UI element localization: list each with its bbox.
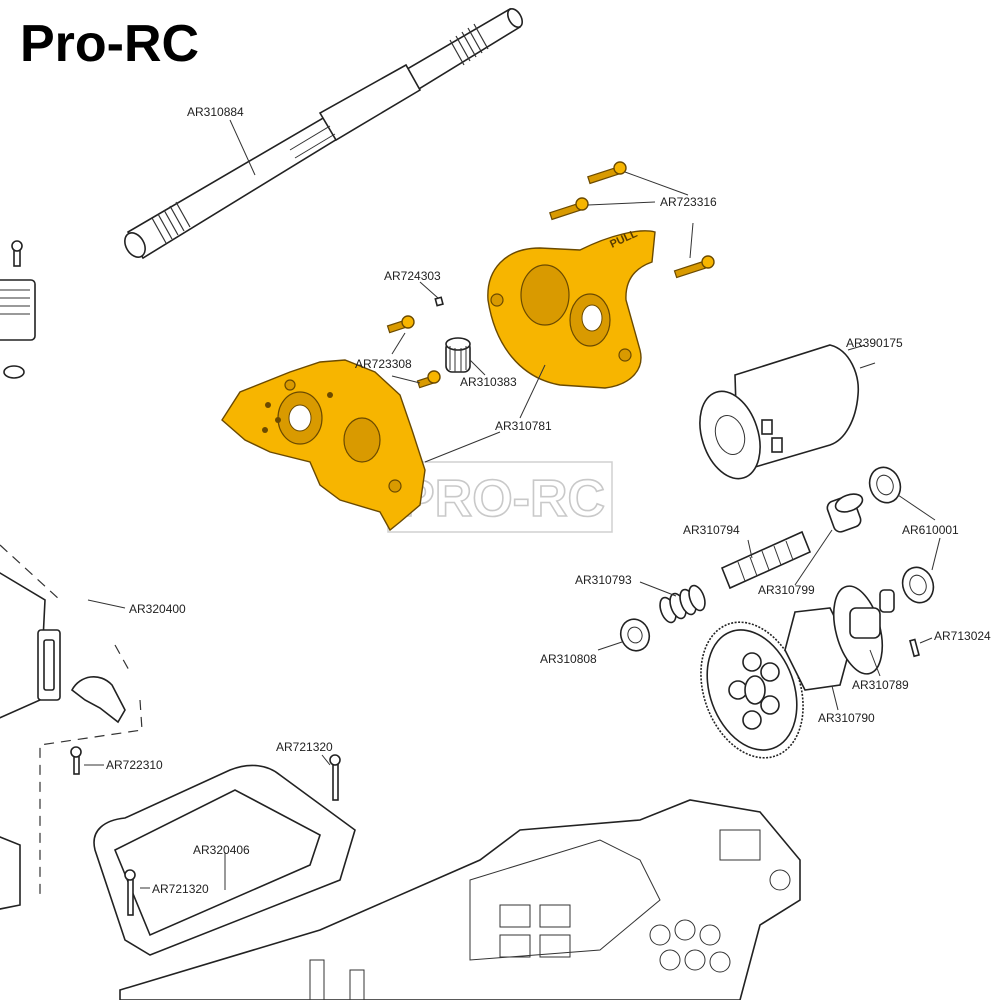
label-ar310808: AR310808 bbox=[540, 652, 597, 666]
pin-ar713024 bbox=[909, 637, 933, 658]
bearings-ar610001 bbox=[868, 466, 941, 604]
brand-logo-text: Pro-RC bbox=[20, 15, 200, 73]
battery-box bbox=[93, 754, 356, 956]
gear-cover: PULL bbox=[487, 228, 656, 389]
top-shaft bbox=[720, 530, 812, 590]
label-ar722310: AR722310 bbox=[106, 758, 163, 772]
slipper-plate bbox=[832, 585, 895, 677]
watermark: PRO-RC bbox=[387, 461, 613, 533]
label-ar723316: AR723316 bbox=[660, 195, 717, 209]
motor-plate bbox=[221, 359, 546, 532]
label-ar310793: AR310793 bbox=[575, 573, 632, 587]
spring bbox=[639, 581, 706, 624]
label-ar310794: AR310794 bbox=[683, 523, 740, 537]
label-ar310884: AR310884 bbox=[187, 105, 244, 119]
label-ar310789: AR310789 bbox=[852, 678, 909, 692]
motor bbox=[699, 344, 876, 480]
label-ar721320-top: AR721320 bbox=[276, 740, 333, 754]
spur-gear bbox=[700, 621, 804, 759]
screws-ar723308 bbox=[386, 315, 441, 389]
esc-fragment bbox=[0, 240, 36, 379]
main-shaft bbox=[124, 7, 524, 260]
slipper-hub bbox=[794, 493, 864, 586]
label-ar723308: AR723308 bbox=[355, 357, 412, 371]
label-ar310383: AR310383 bbox=[460, 375, 517, 389]
pinion-gear bbox=[445, 337, 486, 376]
label-ar390175: AR390175 bbox=[846, 336, 903, 350]
label-ar320400: AR320400 bbox=[129, 602, 186, 616]
label-ar724303: AR724303 bbox=[384, 269, 441, 283]
label-ar320406: AR320406 bbox=[193, 843, 250, 857]
label-ar310790: AR310790 bbox=[818, 711, 875, 725]
watermark-text: PRO-RC bbox=[400, 470, 605, 528]
label-ar721320-left: AR721320 bbox=[152, 882, 209, 896]
pin-ar724303 bbox=[419, 281, 444, 307]
screws-ar723316 bbox=[549, 161, 715, 279]
slipper-pad bbox=[784, 607, 851, 711]
bearing-ar310808 bbox=[597, 618, 651, 652]
part-labels: AR310884 AR723316 AR724303 AR723308 AR31… bbox=[106, 105, 991, 896]
label-ar310799: AR310799 bbox=[758, 583, 815, 597]
label-ar713024: AR713024 bbox=[934, 629, 991, 643]
battery-tray-fragment bbox=[0, 544, 143, 910]
label-ar610001: AR610001 bbox=[902, 523, 959, 537]
label-ar310781: AR310781 bbox=[495, 419, 552, 433]
